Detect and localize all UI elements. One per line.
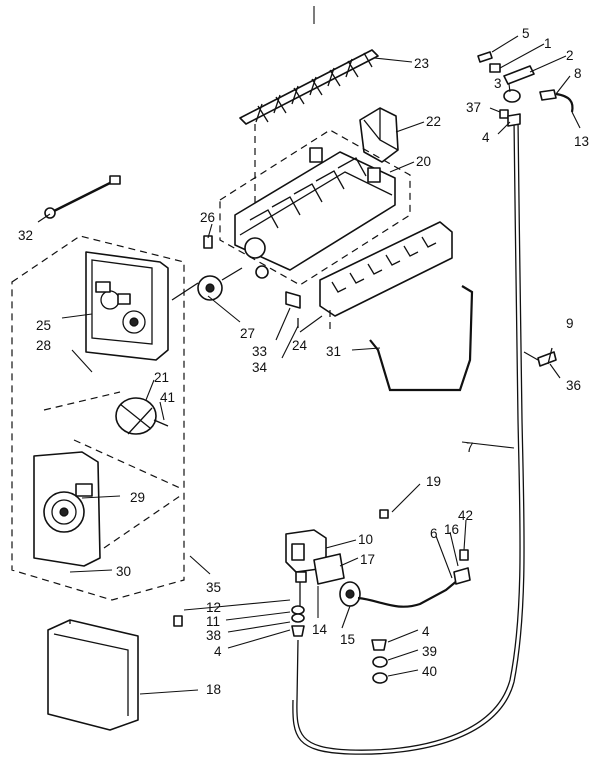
callout-10: 10 bbox=[358, 532, 373, 547]
ice-stripper bbox=[319, 221, 453, 332]
motor-coupling bbox=[171, 235, 243, 301]
callout-4-valve: 4 bbox=[214, 644, 222, 659]
callout-32: 32 bbox=[18, 228, 33, 243]
callout-39: 39 bbox=[422, 644, 437, 659]
callout-21: 21 bbox=[154, 370, 169, 385]
callout-30: 30 bbox=[116, 564, 131, 579]
module-assembly-outline bbox=[11, 235, 185, 601]
inlet-fittings bbox=[453, 549, 471, 585]
callout-labels: 5 1 2 8 3 37 4 13 23 22 20 26 27 33 34 2… bbox=[18, 26, 589, 697]
mold-cover-part bbox=[359, 107, 399, 163]
wire-clip bbox=[285, 291, 301, 328]
water-valve-assembly bbox=[285, 529, 459, 637]
callout-27: 27 bbox=[240, 326, 255, 341]
callout-4-top: 4 bbox=[482, 130, 490, 145]
ice-mold-housing bbox=[219, 129, 411, 286]
callout-40: 40 bbox=[422, 664, 437, 679]
callout-12: 12 bbox=[206, 600, 221, 615]
callout-5: 5 bbox=[522, 26, 530, 41]
module-housing bbox=[85, 251, 169, 361]
ice-bucket bbox=[47, 619, 139, 731]
shut-off-arm bbox=[369, 285, 474, 392]
callout-3: 3 bbox=[494, 76, 502, 91]
callout-28: 28 bbox=[36, 338, 51, 353]
callout-17: 17 bbox=[360, 552, 375, 567]
callout-26: 26 bbox=[200, 210, 215, 225]
callout-11: 11 bbox=[206, 614, 220, 629]
callout-42: 42 bbox=[458, 508, 473, 523]
callout-9: 9 bbox=[566, 316, 574, 331]
bracket-screw bbox=[173, 615, 183, 627]
callout-22: 22 bbox=[426, 114, 441, 129]
callout-4-inlet: 4 bbox=[422, 624, 430, 639]
callout-14: 14 bbox=[312, 622, 328, 637]
callout-35: 35 bbox=[206, 580, 221, 595]
callout-41: 41 bbox=[160, 390, 175, 405]
wire-harness bbox=[44, 175, 121, 219]
callout-25: 25 bbox=[36, 318, 51, 333]
assembly-dashes bbox=[43, 391, 181, 549]
callout-29: 29 bbox=[130, 490, 145, 505]
callout-37: 37 bbox=[466, 100, 481, 115]
callout-38: 38 bbox=[206, 628, 221, 643]
callout-33: 33 bbox=[252, 344, 267, 359]
drive-motor bbox=[115, 397, 169, 435]
callout-34: 34 bbox=[252, 360, 268, 375]
callout-31: 31 bbox=[326, 344, 341, 359]
fill-cup-fittings bbox=[477, 51, 574, 127]
callout-19: 19 bbox=[426, 474, 441, 489]
callout-15: 15 bbox=[340, 632, 355, 647]
callout-16: 16 bbox=[444, 522, 459, 537]
callout-leaders bbox=[37, 35, 581, 695]
callout-23: 23 bbox=[414, 56, 429, 71]
tube-clip bbox=[537, 347, 557, 367]
callout-2: 2 bbox=[566, 48, 574, 63]
callout-18: 18 bbox=[206, 682, 221, 697]
callout-13: 13 bbox=[574, 134, 589, 149]
callout-20: 20 bbox=[416, 154, 431, 169]
module-back-plate bbox=[33, 451, 101, 567]
callout-1: 1 bbox=[544, 36, 552, 51]
inlet-nut-washer bbox=[371, 639, 388, 684]
fill-tube-hose-inner bbox=[292, 119, 525, 755]
callout-36: 36 bbox=[566, 378, 581, 393]
callout-8: 8 bbox=[574, 66, 582, 81]
callout-6: 6 bbox=[430, 526, 438, 541]
valve-screw bbox=[379, 509, 389, 519]
callout-7: 7 bbox=[466, 440, 474, 455]
fill-tube-hose bbox=[296, 119, 521, 751]
callout-24: 24 bbox=[292, 338, 308, 353]
